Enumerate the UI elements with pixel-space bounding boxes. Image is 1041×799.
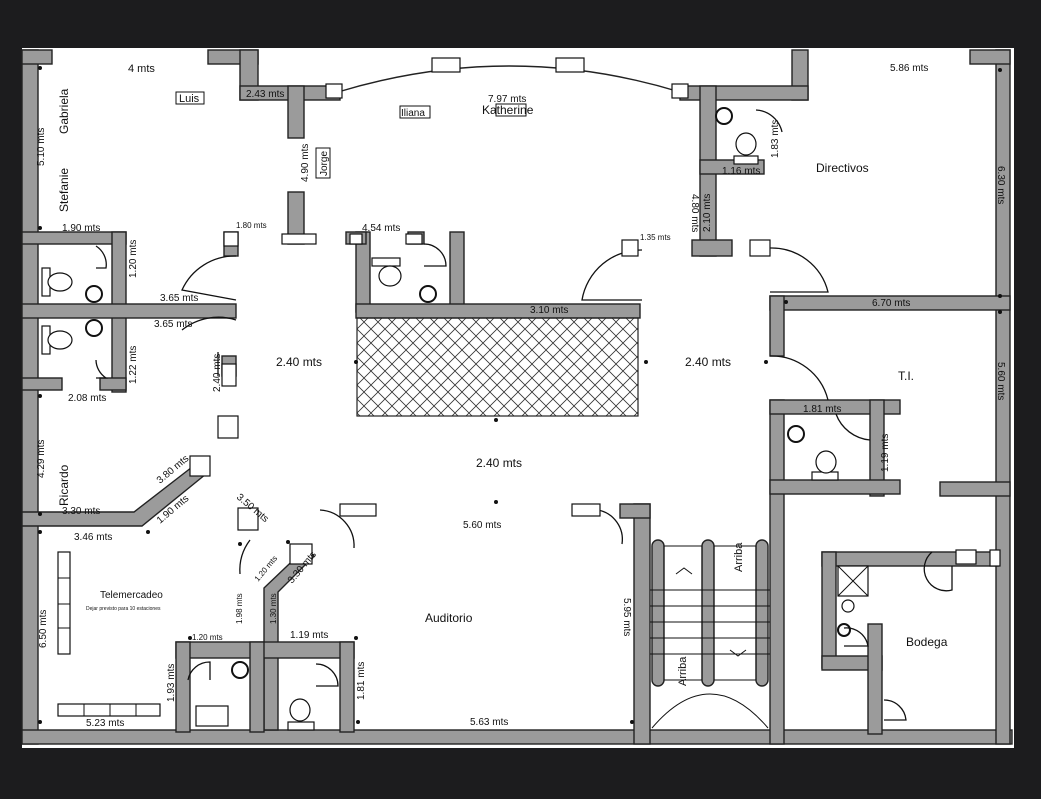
name-iliana: Iliana xyxy=(401,108,425,119)
dimension-right-560: 5.60 mts xyxy=(995,362,1006,400)
dimension-left-650: 6.50 mts xyxy=(38,610,49,648)
dimension-hall-240-right: 2.40 mts xyxy=(685,355,731,369)
dimension-dots xyxy=(38,66,1002,724)
dimension-center-454: 4.54 mts xyxy=(362,223,400,234)
hatched-void xyxy=(356,317,639,417)
dimension-v-130: 1.30 mts xyxy=(269,593,278,624)
room-bodega: Bodega xyxy=(906,635,948,649)
dimension-dir-116: 1.16 mts xyxy=(722,166,760,177)
dimension-v-595: 5.95 mts xyxy=(621,598,632,636)
dimension-top-left-4: 4 mts xyxy=(128,63,155,75)
dimension-v-210: 2.10 mts xyxy=(702,194,713,232)
dimension-left-346: 3.46 mts xyxy=(74,532,112,543)
name-luis: Luis xyxy=(179,93,200,105)
room-auditorio: Auditorio xyxy=(425,611,473,625)
dimension-center-180: 1.80 mts xyxy=(236,221,267,230)
room-telemercadeo: Telemercadeo xyxy=(100,590,163,601)
dimension-v-240: 2.40 mts xyxy=(212,354,223,392)
room-ti: T.I. xyxy=(898,369,914,383)
dimension-left-120: 1.20 mts xyxy=(128,240,139,278)
dimension-left-208: 2.08 mts xyxy=(68,393,106,404)
dimension-right-670: 6.70 mts xyxy=(872,298,910,309)
name-katherine: Katherine xyxy=(482,103,534,117)
dimension-top-797: 7.97 mts xyxy=(488,94,526,105)
dimension-center-310: 3.10 mts xyxy=(530,305,568,316)
dimension-left-429: 4.29 mts xyxy=(36,440,47,478)
stairs xyxy=(650,539,770,729)
dimension-left-190: 1.90 mts xyxy=(62,223,100,234)
stairs-label-right: Arriba xyxy=(733,542,745,572)
dimension-left-510: 5.10 mts xyxy=(36,128,47,166)
dimension-left-365b: 3.65 mts xyxy=(154,319,192,330)
facade-windows xyxy=(325,57,689,99)
facade-curve xyxy=(337,65,681,93)
dimension-center-560: 5.60 mts xyxy=(463,520,501,531)
door-swings xyxy=(95,109,953,721)
dimension-ti-181: 1.81 mts xyxy=(803,404,841,415)
dimension-hall-240-left: 2.40 mts xyxy=(276,355,322,369)
dimension-bottom-563: 5.63 mts xyxy=(470,717,508,728)
dimension-right-630: 6.30 mts xyxy=(995,166,1006,204)
telemercadeo-note: Dejar previsto para 10 estaciones xyxy=(86,606,161,612)
dimension-center-135: 1.35 mts xyxy=(640,233,671,242)
dimension-hall-240-center: 2.40 mts xyxy=(476,456,522,470)
dimension-top-right-586: 5.86 mts xyxy=(890,63,928,74)
dimension-v-480: 4.80 mts xyxy=(689,194,700,232)
dimension-v-198: 1.98 mts xyxy=(235,593,244,624)
name-boxes xyxy=(175,91,527,179)
dimension-v-193: 1.93 mts xyxy=(166,664,177,702)
room-directivos: Directivos xyxy=(816,161,869,175)
dimension-bath-119: 1.19 mts xyxy=(290,630,328,641)
dimension-left-330: 3.30 mts xyxy=(62,506,100,517)
name-ricardo: Ricardo xyxy=(57,464,71,506)
dimension-top-left-243: 2.43 mts xyxy=(246,89,284,100)
dimension-dir-183: 1.83 mts xyxy=(770,120,781,158)
dimension-left-365a: 3.65 mts xyxy=(160,293,198,304)
dimension-v-181: 1.81 mts xyxy=(356,662,367,700)
name-jorge: Jorge xyxy=(319,151,330,176)
name-stefanie: Stefanie xyxy=(57,168,71,212)
fixtures xyxy=(41,107,869,731)
dimension-left-122: 1.22 mts xyxy=(128,346,139,384)
name-gabriela: Gabriela xyxy=(57,88,71,134)
dimension-bath-120: 1.20 mts xyxy=(192,633,223,642)
dimension-v-490: 4.90 mts xyxy=(300,144,311,182)
stairs-label-left: Arriba xyxy=(677,656,689,686)
dimension-ti-119: 1.19 mts xyxy=(880,434,891,472)
dimension-bottom-523: 5.23 mts xyxy=(86,718,124,729)
wall-outlets xyxy=(189,231,1001,567)
